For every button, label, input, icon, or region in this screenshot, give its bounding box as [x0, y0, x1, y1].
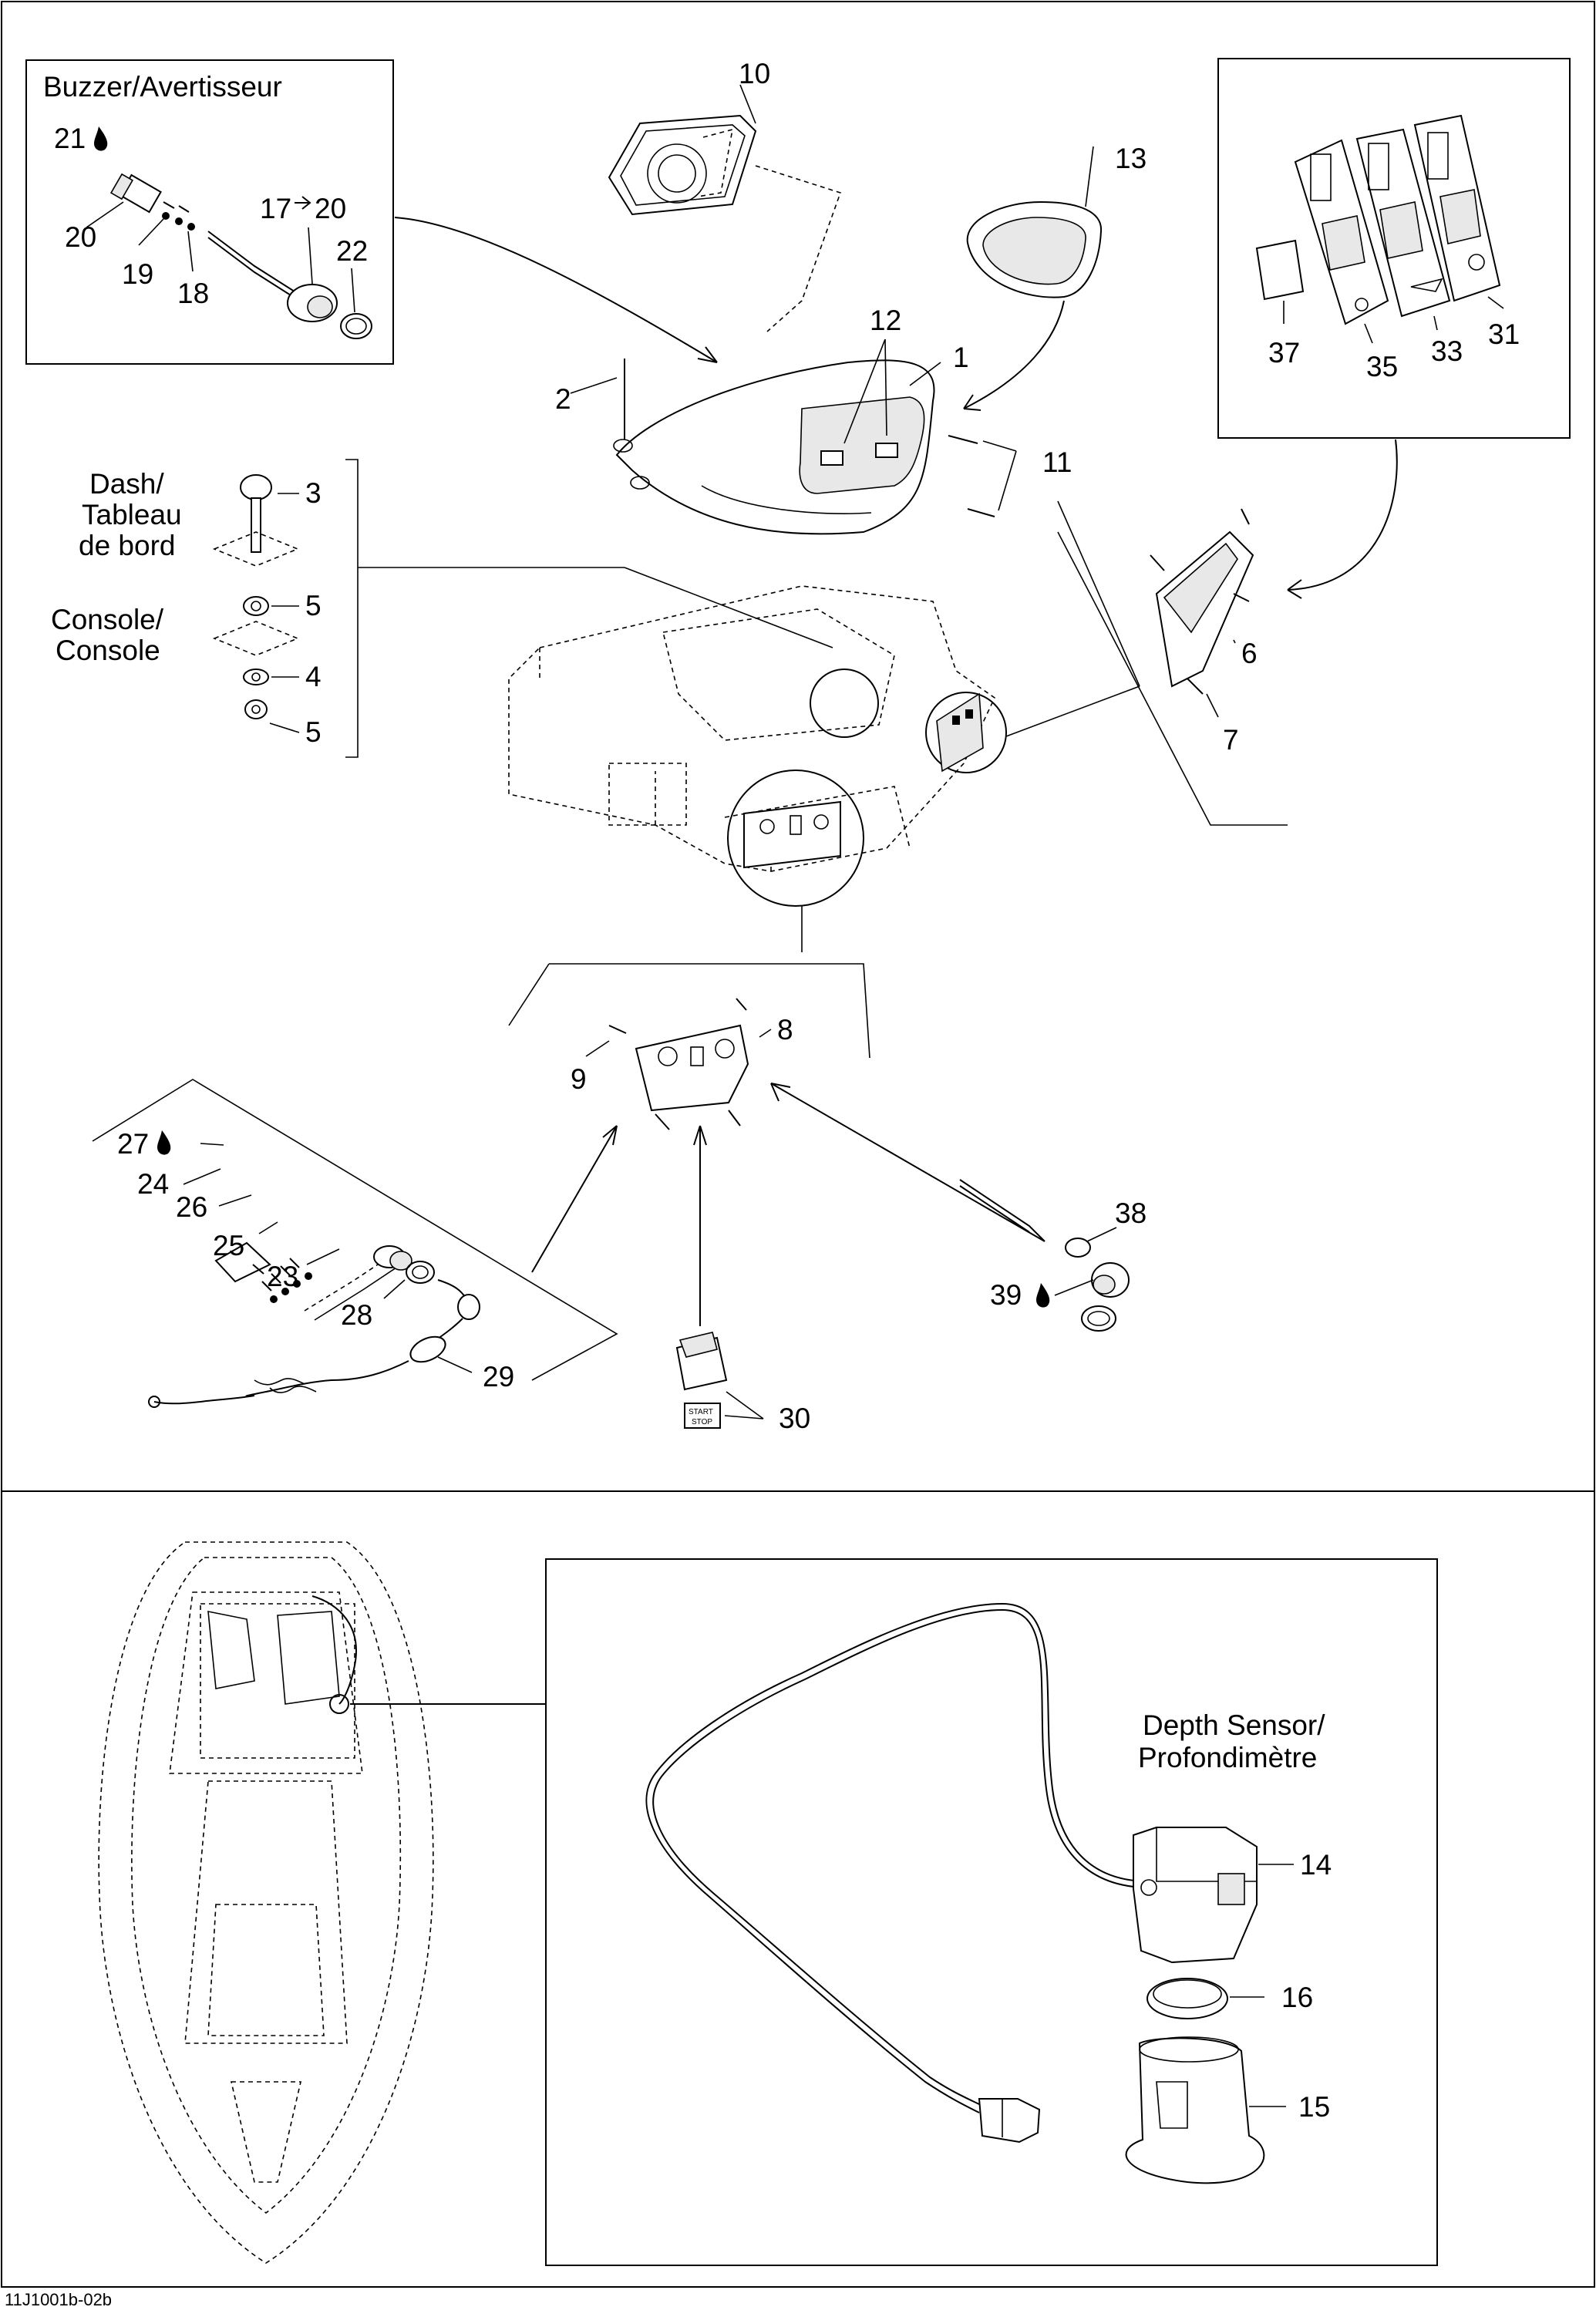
- callout-16: 16: [1281, 1982, 1313, 2013]
- switch-housing: 6 7: [1150, 508, 1258, 756]
- dash-label-2: Tableau: [82, 499, 182, 530]
- sensor-housing: [1125, 2037, 1265, 2184]
- callout-5b: 5: [305, 716, 322, 748]
- start-stop-switch: START STOP 30: [675, 1125, 810, 1434]
- callout-17: 17: [260, 193, 291, 224]
- callout-24: 24: [137, 1168, 169, 1200]
- callout-6: 6: [1241, 638, 1258, 669]
- gauge-to-dash-dashline: [755, 165, 842, 332]
- callout-35: 35: [1366, 351, 1398, 382]
- drop-icon-27: [157, 1130, 171, 1155]
- callout-22: 22: [336, 235, 368, 267]
- switch-stop-text: STOP: [692, 1418, 712, 1426]
- callout-28: 28: [341, 1299, 372, 1331]
- pin-18b: [187, 223, 195, 231]
- callout-39: 39: [990, 1279, 1022, 1311]
- callout-19: 19: [122, 258, 153, 290]
- dash-label-1: Dash/: [89, 468, 164, 500]
- callout-23: 23: [267, 1261, 298, 1292]
- callout-20: 20: [65, 221, 96, 253]
- console-label-2: Console: [56, 635, 160, 666]
- sensor-cable: [645, 1602, 1150, 2113]
- callout-12: 12: [870, 305, 901, 336]
- callout-9: 9: [571, 1063, 587, 1095]
- sensor-connector: [978, 2098, 1041, 2144]
- callout-13: 13: [1115, 143, 1146, 174]
- callout-33: 33: [1431, 335, 1463, 367]
- sensor-gasket: [1146, 1978, 1228, 2019]
- callout-5a: 5: [305, 590, 322, 621]
- switch-to-housing-leader: [1287, 439, 1398, 591]
- callout-18: 18: [177, 278, 209, 309]
- buzzer-title: Buzzer/Avertisseur: [43, 71, 282, 103]
- console-detail-circle-left: [810, 668, 879, 738]
- callout-29: 29: [483, 1361, 514, 1393]
- pin-19: [162, 212, 170, 220]
- buzzer-wire: [207, 231, 298, 294]
- accessory-bracket: 8 9: [571, 998, 793, 1130]
- callout-26: 26: [176, 1191, 207, 1223]
- switch-panel-inset: 37 35 33 31: [1217, 58, 1571, 439]
- callout-11: 11: [1042, 446, 1072, 478]
- drop-icon-39: [1036, 1283, 1050, 1308]
- drop-icon: [94, 126, 108, 151]
- lower-frame: [1, 1490, 1595, 2288]
- key-switch-assembly: 27 24 26 25 23 28 29: [92, 1079, 618, 1408]
- callout-15: 15: [1298, 2091, 1330, 2123]
- callout-38: 38: [1115, 1197, 1146, 1229]
- buzzer-to-dash-leader: [394, 217, 718, 363]
- pin-18a: [175, 217, 183, 225]
- arrow-right-icon: [295, 196, 311, 210]
- callout-7: 7: [1223, 724, 1239, 756]
- console-body: [508, 500, 1288, 1059]
- console-detail-circle-right: [925, 692, 1007, 773]
- callout-8: 8: [777, 1014, 793, 1046]
- dash-label-3: de bord: [79, 530, 176, 561]
- switch-start-text: START: [689, 1408, 713, 1416]
- power-outlet: 38 39: [770, 1083, 1146, 1332]
- callout-14: 14: [1300, 1849, 1332, 1881]
- buzzer-ring: [340, 313, 372, 339]
- callout-17-to: 20: [315, 193, 346, 224]
- dash-console-fasteners: Dash/ Tableau de bord Console/ Console 3…: [51, 459, 833, 758]
- buzzer-inset: Buzzer/Avertisseur 21 20 19 18 17 20: [25, 59, 394, 365]
- diagram-code: 11J1001b-02b: [5, 2290, 112, 2309]
- callout-3: 3: [305, 477, 322, 509]
- depth-sensor-title-2: Profondimètre: [1138, 1742, 1317, 1773]
- callout-31: 31: [1488, 318, 1520, 350]
- callout-2: 2: [555, 383, 571, 415]
- depth-sensor-body: [1133, 1827, 1258, 1964]
- dash-panel: 2 1 12 11: [555, 305, 1072, 535]
- bezel-cover: 13: [963, 143, 1146, 411]
- callout-21: 21: [54, 123, 86, 154]
- callout-27: 27: [117, 1128, 149, 1160]
- depth-sensor-title-1: Depth Sensor/: [1143, 1709, 1325, 1741]
- callout-4: 4: [305, 661, 322, 692]
- callout-1: 1: [953, 342, 969, 373]
- buzzer-connector-cap: [109, 173, 134, 200]
- console-detail-circle-bottom: [727, 770, 864, 907]
- callout-37: 37: [1268, 337, 1300, 369]
- gauge-cluster: 10: [608, 58, 770, 216]
- callout-10: 10: [739, 58, 770, 89]
- depth-sensor-inset: Depth Sensor/ Profondimètre 14 16 15: [545, 1558, 1438, 2266]
- hull-top-view: [98, 1541, 546, 2264]
- console-label-1: Console/: [51, 604, 164, 635]
- callout-25: 25: [213, 1230, 244, 1261]
- callout-30: 30: [779, 1403, 810, 1434]
